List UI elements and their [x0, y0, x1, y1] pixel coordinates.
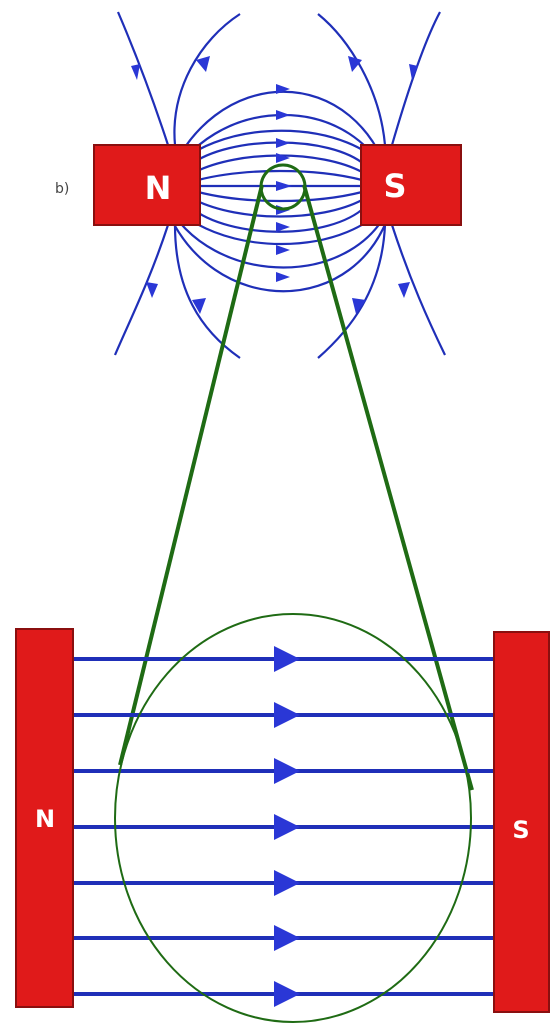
uniform-field-arrow — [274, 702, 300, 728]
field-arrow — [146, 282, 158, 298]
field-arrow — [196, 56, 210, 72]
field-arrow — [276, 181, 292, 191]
zoom-connector-left — [120, 185, 262, 765]
field-arrow — [276, 245, 290, 255]
field-line — [318, 14, 385, 145]
field-line — [392, 12, 440, 145]
uniform-field-arrow — [274, 925, 300, 951]
zoom-connector-right — [304, 185, 472, 790]
zoom-south-label: S — [512, 816, 529, 844]
field-line — [318, 225, 385, 358]
uniform-field-arrow — [274, 646, 300, 672]
uniform-field-arrow — [274, 758, 300, 784]
zoom-north-label: N — [35, 805, 55, 833]
top-north-label: N — [145, 169, 172, 207]
uniform-field-arrow — [274, 814, 300, 840]
field-line — [118, 12, 168, 145]
zoom-field-arrows — [274, 646, 300, 1007]
field-line — [115, 225, 168, 355]
field-arrow — [276, 110, 290, 120]
field-arrow — [192, 298, 206, 314]
top-south-magnet — [361, 145, 461, 225]
top-south-label: S — [383, 167, 406, 205]
field-arrow — [276, 272, 290, 282]
field-arrow — [131, 64, 140, 80]
uniform-field-arrow — [274, 870, 300, 896]
uniform-field-arrow — [274, 981, 300, 1007]
field-line — [198, 171, 362, 180]
field-line — [198, 192, 362, 201]
panel-label: b) — [55, 181, 69, 197]
top-diagram: N S b) — [55, 12, 461, 358]
field-arrow — [276, 138, 290, 148]
zoom-connectors — [120, 185, 472, 790]
zoom-magnified-region — [115, 614, 471, 1022]
field-line — [392, 225, 445, 355]
zoom-diagram: N S — [16, 614, 549, 1022]
field-arrow — [398, 282, 410, 298]
field-line — [175, 225, 240, 358]
